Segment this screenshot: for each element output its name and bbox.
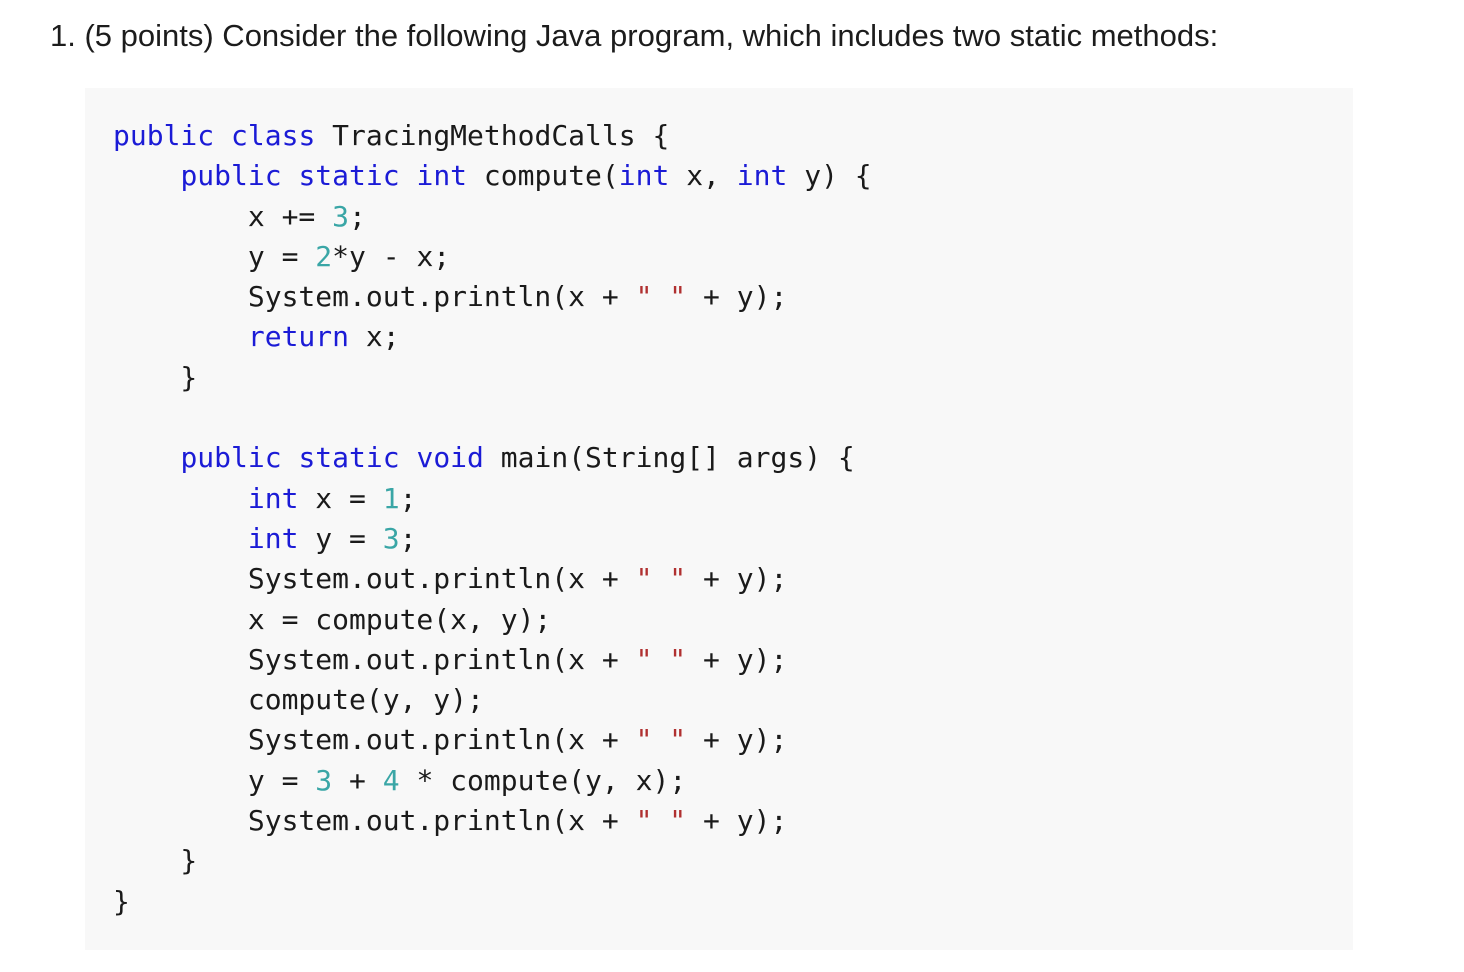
code-token: main(String[] args) { bbox=[483, 441, 855, 475]
code-line: System.out.println(x + " " + y); bbox=[113, 720, 872, 760]
code-line: } bbox=[113, 841, 872, 881]
code-number: 3 bbox=[315, 763, 333, 797]
code-token: y = bbox=[298, 521, 383, 555]
code-line: public static int compute(int x, int y) … bbox=[113, 156, 872, 196]
code-line: y = 3 + 4 * compute(y, x); bbox=[113, 761, 872, 801]
code-token: System.out.println(x + bbox=[113, 280, 636, 314]
code-block: public class TracingMethodCalls { public… bbox=[85, 88, 1353, 950]
java-code: public class TracingMethodCalls { public… bbox=[113, 116, 872, 922]
code-number: 4 bbox=[382, 763, 400, 797]
code-string: " " bbox=[635, 642, 687, 676]
code-line: compute(y, y); bbox=[113, 680, 872, 720]
code-token: x; bbox=[349, 320, 400, 354]
code-token: y = bbox=[113, 763, 316, 797]
code-token: *y - x; bbox=[332, 239, 451, 273]
code-string: " " bbox=[635, 562, 687, 596]
code-line: System.out.println(x + " " + y); bbox=[113, 640, 872, 680]
code-string: " " bbox=[635, 804, 687, 838]
code-keyword: static bbox=[298, 159, 400, 193]
code-line: int y = 3; bbox=[113, 519, 872, 559]
code-token: ; bbox=[399, 481, 417, 515]
code-keyword: static bbox=[298, 441, 400, 475]
code-token: x = bbox=[298, 481, 383, 515]
code-line: public class TracingMethodCalls { bbox=[113, 116, 872, 156]
code-line: System.out.println(x + " " + y); bbox=[113, 277, 872, 317]
code-keyword: int bbox=[247, 481, 299, 515]
code-token bbox=[113, 159, 180, 192]
code-token: y) { bbox=[787, 159, 872, 193]
code-keyword: return bbox=[247, 320, 350, 354]
code-line: int x = 1; bbox=[113, 479, 872, 519]
code-string: " " bbox=[635, 723, 687, 757]
code-token bbox=[282, 159, 299, 192]
code-line: x += 3; bbox=[113, 197, 872, 237]
code-line: } bbox=[113, 358, 872, 398]
code-line: y = 2*y - x; bbox=[113, 237, 872, 277]
code-token bbox=[113, 441, 180, 474]
code-token bbox=[400, 159, 417, 192]
code-keyword: int bbox=[736, 159, 788, 193]
code-keyword: int bbox=[618, 159, 670, 193]
code-token bbox=[113, 320, 248, 353]
code-token bbox=[113, 482, 248, 515]
code-token: x += bbox=[113, 199, 333, 233]
code-token: x, bbox=[669, 159, 737, 193]
code-token: System.out.println(x + bbox=[113, 562, 636, 596]
code-number: 1 bbox=[382, 481, 400, 515]
code-token: y = bbox=[113, 239, 316, 273]
code-line bbox=[113, 398, 872, 438]
code-token bbox=[282, 441, 299, 474]
code-keyword: void bbox=[416, 441, 484, 475]
code-token: + y); bbox=[686, 642, 788, 676]
code-keyword: int bbox=[247, 521, 299, 555]
question-text: 1. (5 points) Consider the following Jav… bbox=[50, 18, 1219, 53]
code-token bbox=[400, 441, 417, 474]
code-keyword: int bbox=[416, 159, 468, 193]
code-token: + bbox=[332, 763, 383, 797]
code-token bbox=[113, 522, 248, 555]
code-token: ; bbox=[399, 521, 417, 555]
code-token: ; bbox=[349, 199, 366, 233]
code-keyword: public bbox=[113, 119, 215, 152]
code-line: x = compute(x, y); bbox=[113, 600, 872, 640]
code-token: TracingMethodCalls { bbox=[315, 119, 670, 152]
code-token: + y); bbox=[686, 562, 788, 596]
code-number: 3 bbox=[332, 199, 350, 233]
code-line: public static void main(String[] args) { bbox=[113, 438, 872, 478]
code-token: } bbox=[113, 844, 198, 878]
code-line: return x; bbox=[113, 317, 872, 357]
code-token: + y); bbox=[686, 723, 788, 757]
code-token: } bbox=[113, 884, 130, 918]
code-token: + y); bbox=[686, 804, 788, 838]
code-line: } bbox=[113, 882, 872, 922]
code-keyword: public bbox=[180, 441, 282, 475]
code-token: System.out.println(x + bbox=[113, 642, 636, 676]
code-token: } bbox=[113, 360, 198, 394]
code-token: * compute(y, x); bbox=[399, 763, 687, 797]
code-keyword: public bbox=[180, 159, 282, 193]
code-token bbox=[214, 119, 231, 152]
code-string: " " bbox=[635, 280, 687, 314]
code-line: System.out.println(x + " " + y); bbox=[113, 801, 872, 841]
code-token: compute( bbox=[467, 159, 619, 193]
code-token: System.out.println(x + bbox=[113, 804, 636, 838]
code-line: System.out.println(x + " " + y); bbox=[113, 559, 872, 599]
code-token: compute(y, y); bbox=[113, 683, 484, 717]
code-token: System.out.println(x + bbox=[113, 723, 636, 757]
code-number: 2 bbox=[315, 239, 333, 273]
code-token: x = compute(x, y); bbox=[113, 602, 552, 636]
code-keyword: class bbox=[231, 119, 316, 152]
code-number: 3 bbox=[382, 521, 400, 555]
code-token: + y); bbox=[686, 280, 788, 314]
